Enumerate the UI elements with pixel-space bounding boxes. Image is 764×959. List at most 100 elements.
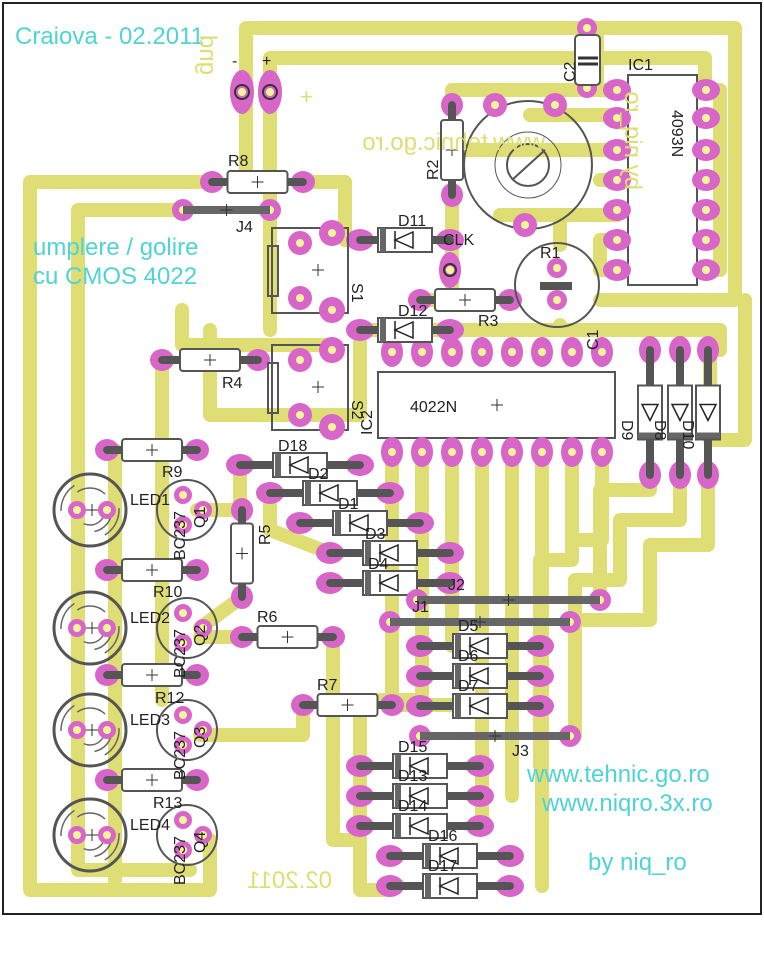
diode-symbol: [393, 230, 414, 250]
center-mark: [281, 631, 294, 643]
switch-actuator: [267, 245, 279, 297]
led-ring: [60, 805, 120, 865]
copper-trace: [71, 203, 197, 877]
diode-cathode-band: [395, 784, 401, 808]
pad-hole: [702, 206, 710, 214]
pad-hole: [702, 146, 710, 154]
title-text: Craiova - 02.2011: [15, 23, 204, 50]
component-label: BC237: [172, 629, 189, 678]
diode-symbol: [378, 573, 399, 593]
pad-hole: [568, 348, 576, 356]
center-mark: [86, 724, 98, 736]
pad-hole: [538, 448, 546, 456]
pad-hole: [583, 24, 591, 32]
component-label: D9: [618, 420, 635, 441]
center-mark: [146, 669, 158, 681]
component-label: J1: [412, 599, 429, 616]
diode-body: [422, 843, 478, 869]
component-label: J3: [512, 743, 529, 760]
diode-body: [362, 540, 418, 566]
diode-symbol: [408, 756, 429, 776]
pad-hole: [179, 521, 187, 529]
pad-hole: [199, 726, 207, 734]
diode-cathode-band: [395, 754, 401, 778]
diode-body: [695, 384, 721, 441]
diode-cathode-band: [335, 511, 341, 535]
component-label: C2: [562, 61, 579, 82]
diode-body: [422, 873, 478, 899]
diode-body: [452, 693, 508, 719]
pad-hole: [446, 266, 454, 274]
minus-label: -: [232, 53, 237, 70]
center-mark: [502, 594, 515, 606]
pad-hole: [328, 306, 336, 314]
component-label: D14: [398, 798, 427, 815]
component-label: S2: [348, 400, 365, 420]
component-label: D8: [651, 420, 668, 441]
component-label: S1: [348, 283, 365, 303]
diode-body: [452, 663, 508, 689]
center-mark: [474, 616, 486, 628]
copper-trace: [568, 468, 687, 743]
diode-symbol: [348, 513, 369, 533]
pad-hole: [598, 348, 606, 356]
transistor-outline: [156, 699, 218, 761]
potentiometer-knob: [494, 131, 562, 199]
center-mark: [312, 264, 324, 276]
transistor-outline: [156, 804, 218, 866]
component-label: D7: [458, 678, 479, 695]
diode-cathode-band: [380, 228, 386, 252]
mirrored-site-text: www.tehnic.go.ro: [362, 129, 546, 156]
pad-hole: [538, 348, 546, 356]
center-mark: [489, 730, 501, 742]
pad-hole: [613, 86, 621, 94]
diode-body: [362, 570, 418, 596]
c2-plates: [578, 56, 598, 66]
pad-hole: [296, 294, 304, 302]
mirrored-author-text: by niq_ro: [619, 91, 646, 190]
component-label: D15: [398, 739, 427, 756]
component-label: R13: [153, 795, 182, 812]
center-mark: [446, 144, 458, 156]
clk-pin: [443, 263, 457, 277]
component-label: D1: [338, 496, 359, 513]
diode-symbol: [393, 320, 414, 340]
diode-symbol: [670, 403, 690, 423]
pad-hole: [296, 411, 304, 419]
pad-hole: [103, 506, 111, 514]
diode-symbol: [288, 455, 309, 475]
pad-hole: [521, 221, 529, 229]
center-mark: [146, 564, 158, 576]
diode-body: [377, 317, 433, 343]
pad-hole: [613, 266, 621, 274]
component-label: BC237: [172, 511, 189, 560]
led-outline: [52, 797, 128, 873]
pad-hole: [179, 711, 187, 719]
pad-hole: [418, 348, 426, 356]
component-label: D18: [278, 438, 307, 455]
pad-hole: [179, 846, 187, 854]
diode-cathode-band: [455, 694, 461, 718]
r1-outline: [514, 242, 600, 328]
pad-hole: [103, 726, 111, 734]
diode-symbol: [438, 876, 459, 896]
diode-cathode-band: [275, 453, 281, 477]
pad-hole: [598, 448, 606, 456]
component-labels: R8R4R3R9R10R12R13R6R7R5R2R1C2C1IC14093N4…: [130, 57, 696, 885]
center-mark: [86, 829, 98, 841]
diode-body: [637, 384, 663, 441]
copper-trace: [263, 486, 337, 560]
r1-body: [540, 282, 572, 290]
pad-hole: [388, 348, 396, 356]
pad-hole: [418, 448, 426, 456]
component-label: LED4: [130, 817, 170, 834]
component-label: D4: [368, 556, 389, 573]
mirrored-date-text: 02.2011: [247, 867, 332, 894]
pad-hole: [179, 741, 187, 749]
pad-hole: [553, 264, 561, 272]
component-label: D5: [458, 618, 479, 635]
pad-hole: [179, 609, 187, 617]
center-mark: [204, 354, 216, 366]
component-label: R6: [257, 609, 278, 626]
